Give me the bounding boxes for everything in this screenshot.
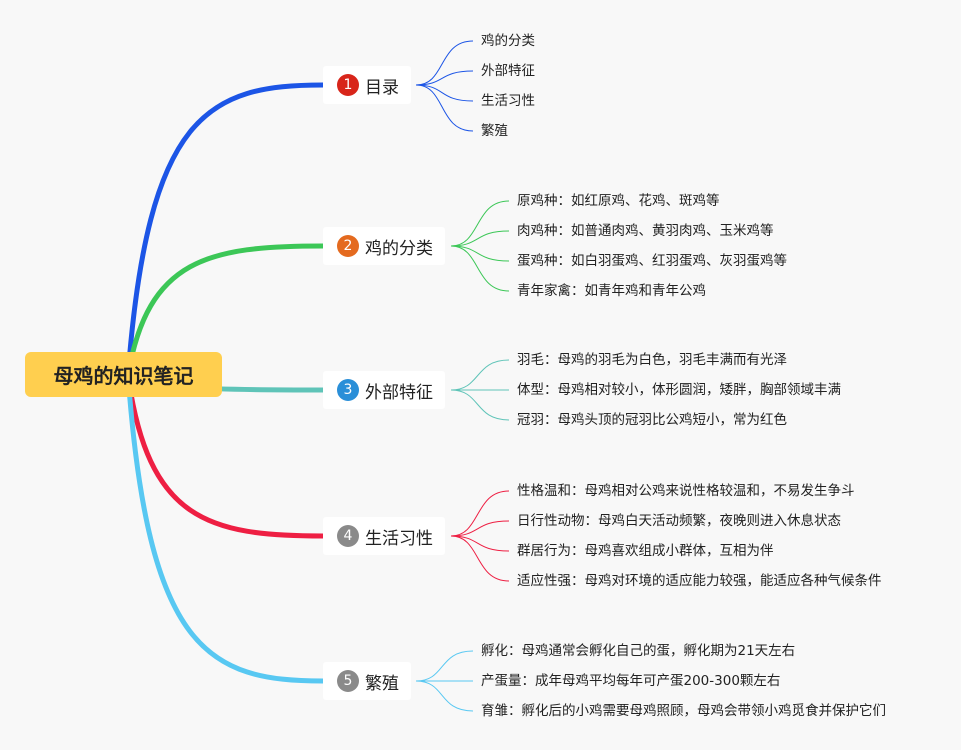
branch-label: 繁殖 (365, 673, 399, 694)
leaf-item[interactable]: 产蛋量：成年母鸡平均每年可产蛋200-300颗左右 (481, 673, 781, 689)
leaf-item[interactable]: 日行性动物：母鸡白天活动频繁，夜晚则进入休息状态 (517, 513, 841, 529)
branch-connector-4 (125, 372, 326, 539)
leaf-item[interactable]: 蛋鸡种：如白羽蛋鸡、红羽蛋鸡、灰羽蛋鸡等 (517, 253, 787, 269)
branch-node-2[interactable]: 2 鸡的分类 (323, 227, 445, 265)
leaf-connector (415, 84, 474, 132)
root-title: 母鸡的知识笔记 (53, 364, 194, 388)
leaf-item[interactable]: 生活习性 (481, 93, 535, 109)
branch-number-badge: 5 (337, 670, 359, 692)
leaf-item[interactable]: 羽毛：母鸡的羽毛为白色，羽毛丰满而有光泽 (517, 352, 787, 368)
leaf-item[interactable]: 原鸡种：如红原鸡、花鸡、斑鸡等 (517, 193, 720, 209)
branch-node-1[interactable]: 1 目录 (323, 66, 411, 104)
branch-number-badge: 3 (337, 379, 359, 401)
leaf-connector (450, 245, 510, 262)
leaf-item[interactable]: 青年家禽：如青年鸡和青年公鸡 (517, 283, 706, 299)
branch-number-badge: 1 (337, 74, 359, 96)
leaf-item[interactable]: 肉鸡种：如普通肉鸡、黄羽肉鸡、玉米鸡等 (517, 223, 774, 239)
leaf-connector (450, 535, 510, 552)
leaf-item[interactable]: 适应性强：母鸡对环境的适应能力较强，能适应各种气候条件 (517, 573, 882, 589)
leaf-connector (450, 490, 510, 537)
leaf-item[interactable]: 鸡的分类 (481, 33, 535, 49)
branch-connector-1 (125, 82, 326, 378)
leaf-item[interactable]: 体型：母鸡相对较小，体形圆润，矮胖，胸部领域丰满 (517, 382, 841, 398)
branch-label: 生活习性 (365, 528, 433, 549)
leaf-item[interactable]: 冠羽：母鸡头顶的冠羽比公鸡短小，常为红色 (517, 412, 787, 428)
leaf-connector (450, 245, 510, 292)
leaf-item[interactable]: 繁殖 (481, 123, 508, 139)
leaf-connector (415, 84, 474, 102)
leaf-connector (415, 650, 474, 682)
leaf-connector (450, 520, 510, 537)
leaf-item[interactable]: 外部特征 (481, 63, 535, 79)
leaf-connector (415, 70, 474, 86)
root-node[interactable]: 母鸡的知识笔记 (25, 352, 222, 397)
branch-label: 目录 (365, 77, 399, 98)
branch-node-3[interactable]: 3 外部特征 (323, 371, 445, 409)
branch-connector-2 (125, 243, 326, 378)
branch-node-5[interactable]: 5 繁殖 (323, 662, 411, 700)
leaf-item[interactable]: 性格温和：母鸡相对公鸡来说性格较温和，不易发生争斗 (517, 483, 855, 499)
leaf-item[interactable]: 群居行为：母鸡喜欢组成小群体，互相为伴 (517, 543, 774, 559)
leaf-connector (450, 230, 510, 247)
branch-node-4[interactable]: 4 生活习性 (323, 517, 445, 555)
branch-label: 鸡的分类 (365, 238, 433, 259)
branch-label: 外部特征 (365, 382, 433, 403)
leaf-connector (450, 389, 510, 421)
leaf-connector (415, 680, 474, 712)
leaf-connector (450, 359, 510, 391)
leaf-connector (450, 535, 510, 582)
leaf-connector (450, 200, 510, 247)
leaf-item[interactable]: 孵化：母鸡通常会孵化自己的蛋，孵化期为21天左右 (481, 643, 796, 659)
branch-number-badge: 2 (337, 235, 359, 257)
leaf-connector (415, 40, 474, 86)
branch-connector-5 (125, 372, 326, 684)
leaf-item[interactable]: 育雏：孵化后的小鸡需要母鸡照顾，母鸡会带领小鸡觅食并保护它们 (481, 703, 886, 719)
branch-number-badge: 4 (337, 525, 359, 547)
